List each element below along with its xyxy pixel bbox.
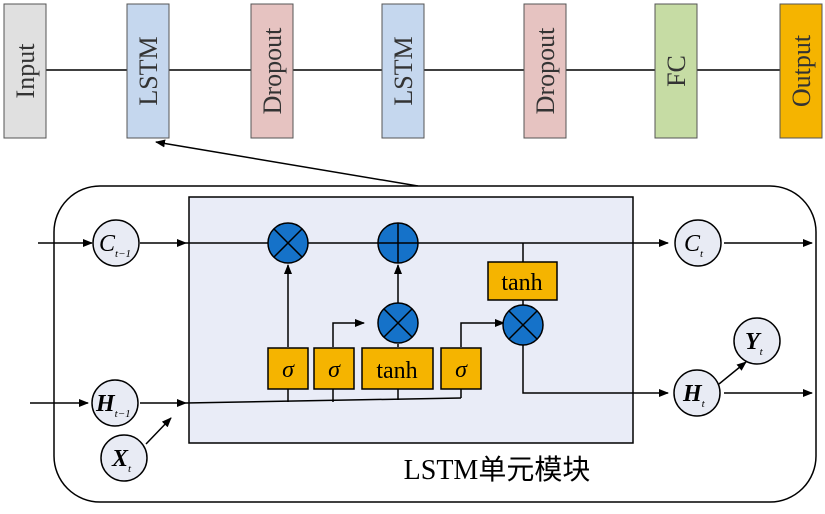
- x-node: Xt: [100, 434, 148, 482]
- multiply-output-node: [502, 304, 544, 346]
- sigma-gate-input-label: σ: [328, 357, 341, 383]
- pipeline-dropout-label-2: Dropout: [531, 27, 560, 114]
- pipeline-lstm-label-2: LSTM: [389, 36, 418, 105]
- sigma-gate-forget: σ: [267, 347, 309, 390]
- add-node: [377, 222, 419, 264]
- pipeline-input-block: Input: [3, 3, 47, 139]
- pipeline-dropout-block-1: Dropout: [250, 3, 294, 139]
- pipeline-fc-block: FC: [654, 3, 698, 139]
- h-prev-node: Ht−1: [91, 379, 139, 427]
- tanh-output-box: tanh: [487, 261, 558, 301]
- pipeline-lstm-block-2: LSTM: [381, 3, 425, 139]
- sigma-gate-output: σ: [440, 347, 482, 390]
- c-next-sub: t: [700, 248, 704, 260]
- svg-text:Ht: Ht: [682, 381, 706, 410]
- h-next-node: Ht: [673, 369, 721, 417]
- output-gate-arrow: [460, 319, 505, 347]
- h-to-y-arrow: [718, 361, 747, 385]
- h-prev-sub: t−1: [115, 408, 131, 420]
- c-prev-node: Ct−1: [92, 219, 140, 267]
- svg-text:Xt: Xt: [111, 446, 132, 475]
- y-node: Yt: [733, 317, 781, 365]
- c-next-main: C: [684, 231, 701, 257]
- sigma-gate-forget-label: σ: [282, 357, 295, 383]
- svg-text:Ct: Ct: [684, 231, 704, 260]
- multiply-input-node: [377, 302, 419, 344]
- sigma-gate-output-label: σ: [455, 357, 468, 383]
- h-next-main: H: [682, 381, 703, 407]
- pipeline-output-block: Output: [779, 3, 823, 139]
- sigma-gate-input: σ: [313, 347, 355, 390]
- y-main: Y: [745, 329, 762, 355]
- svg-text:Ct−1: Ct−1: [99, 231, 131, 260]
- tanh-gate-candidate: tanh: [361, 347, 434, 390]
- h-prev-main: H: [95, 391, 116, 417]
- svg-text:Ht−1: Ht−1: [95, 391, 131, 420]
- input-bus-line: [185, 397, 462, 404]
- pipeline-dropout-block-2: Dropout: [523, 3, 567, 139]
- pipeline-input-label: Input: [11, 43, 40, 99]
- x-main: X: [111, 446, 129, 472]
- pipeline-fc-label: FC: [662, 55, 691, 87]
- h-next-sub: t: [702, 398, 706, 410]
- pipeline-output-label: Output: [787, 34, 816, 107]
- multiply-forget-node: [267, 222, 309, 264]
- c-next-node: Ct: [674, 219, 722, 267]
- y-sub: t: [760, 346, 764, 358]
- tanh-gate-candidate-label: tanh: [376, 358, 417, 384]
- c-prev-sub: t−1: [115, 248, 131, 260]
- cell-caption: LSTM单元模块: [404, 454, 591, 486]
- x-to-bus-arrow: [145, 417, 172, 445]
- svg-text:Yt: Yt: [745, 329, 764, 358]
- pipeline-lstm-label-1: LSTM: [134, 36, 163, 105]
- pipeline-lstm-block-1: LSTM: [126, 3, 170, 139]
- c-prev-main: C: [99, 231, 116, 257]
- x-sub: t: [128, 463, 132, 475]
- expansion-arrow: [155, 139, 419, 187]
- h-next-arrow: [522, 344, 669, 397]
- tanh-output-label: tanh: [501, 270, 542, 296]
- pipeline-dropout-label-1: Dropout: [258, 27, 287, 114]
- input-gate-arrow: [332, 319, 365, 347]
